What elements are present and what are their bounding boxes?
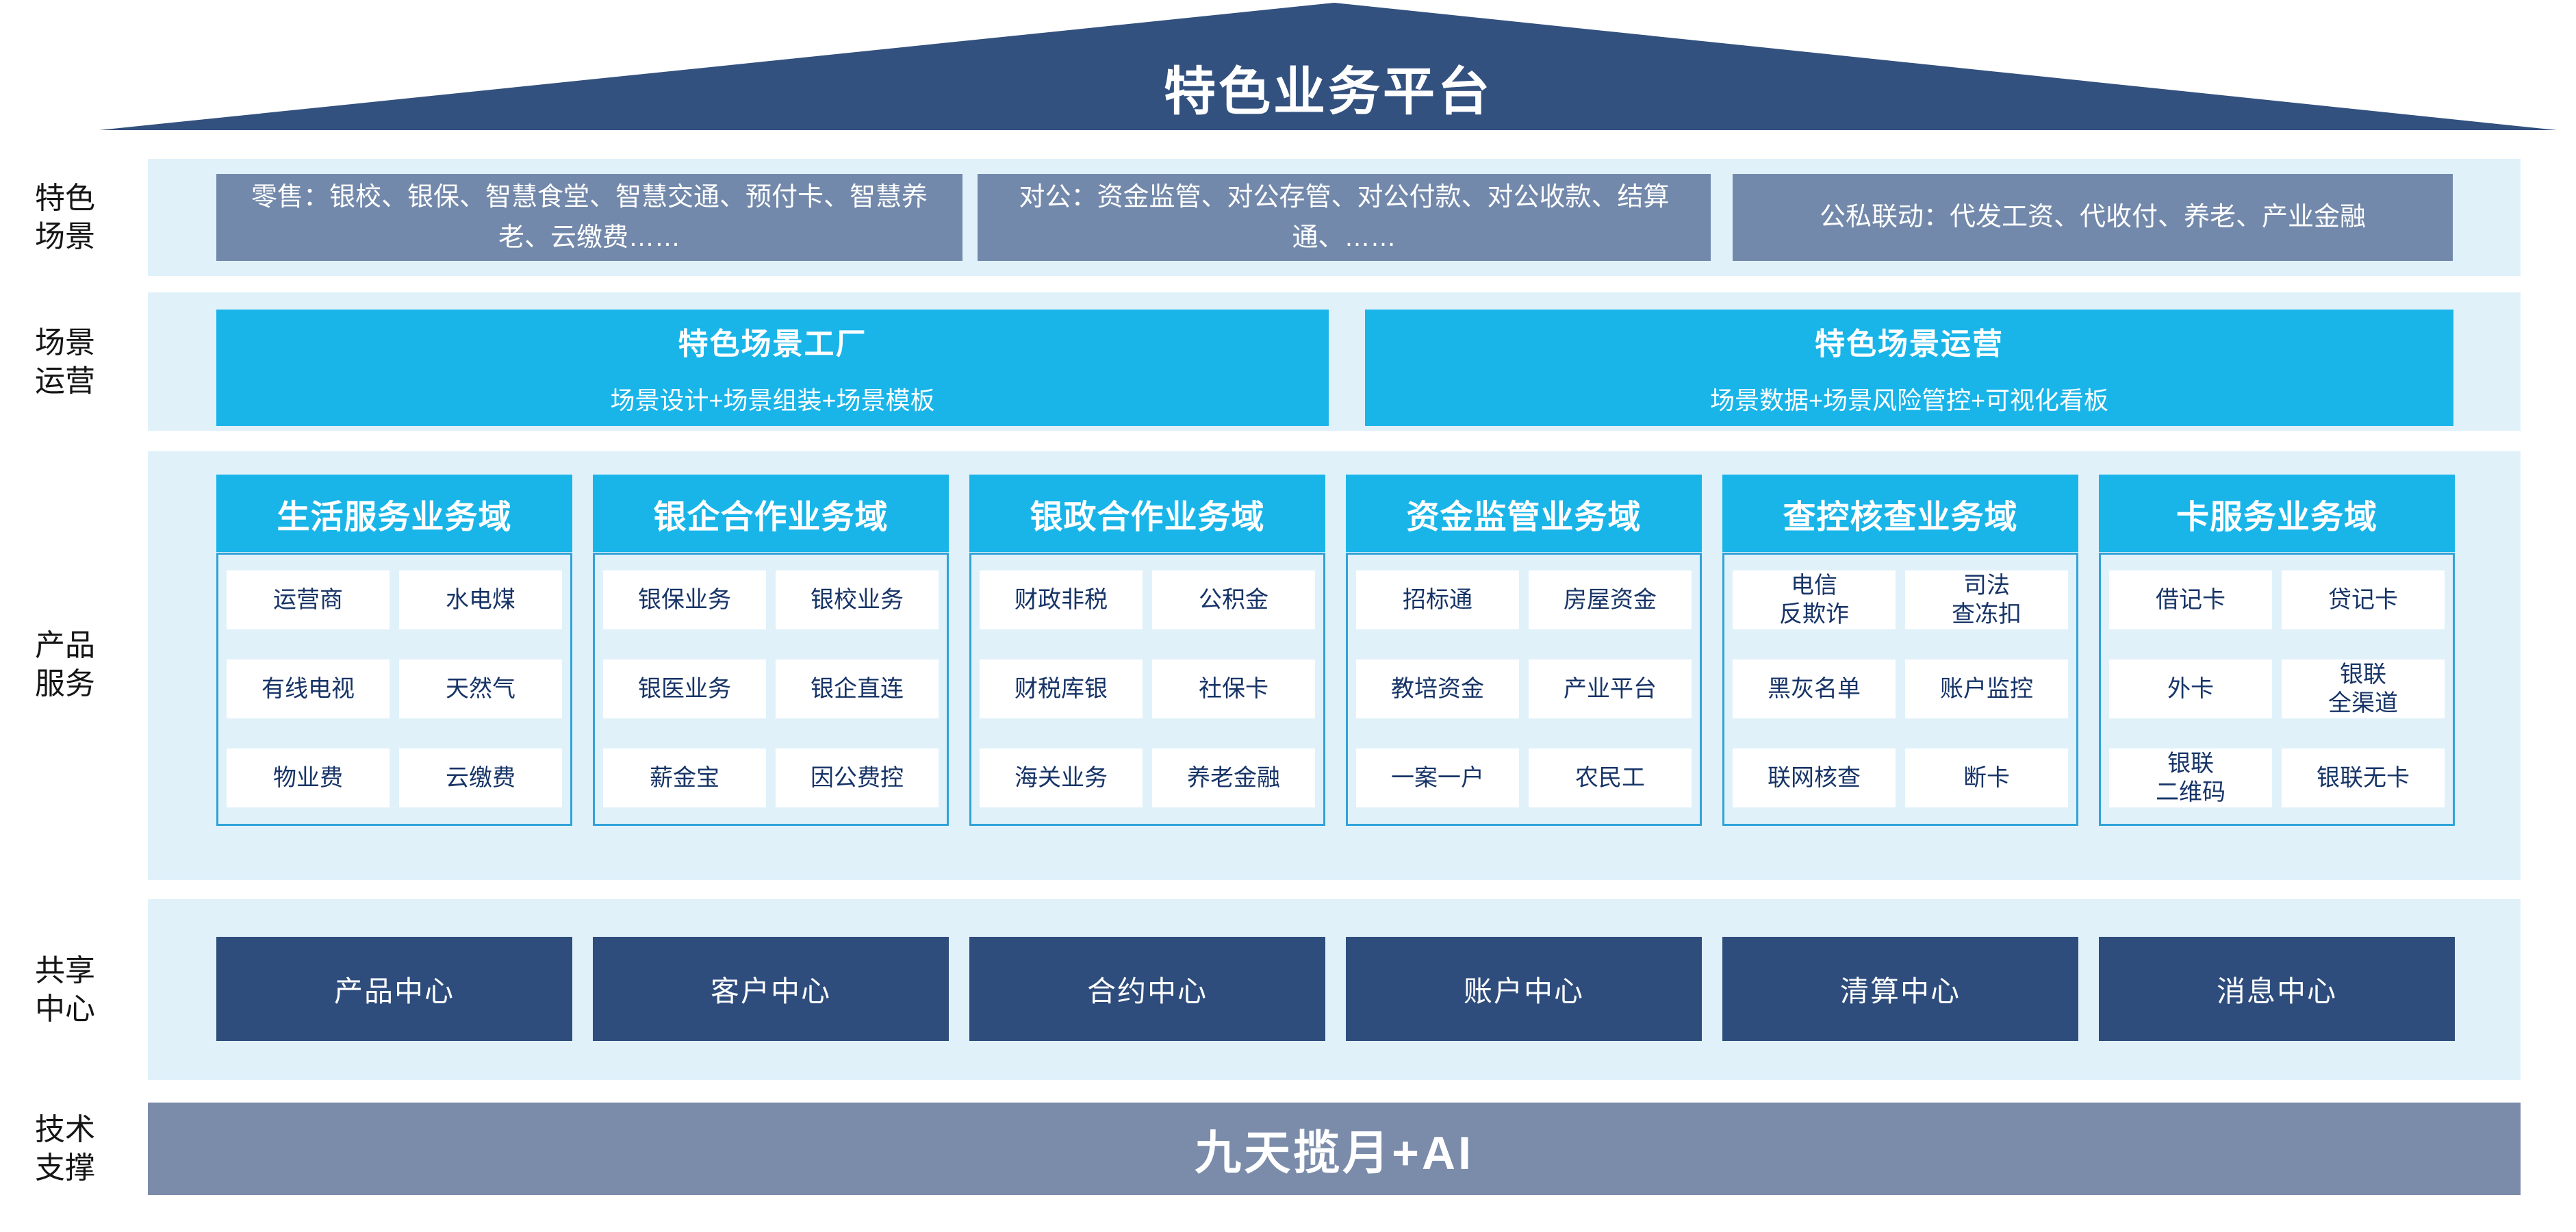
product-cell: 养老金融 — [1152, 749, 1315, 807]
product-cell: 账户监控 — [1905, 659, 2068, 718]
domain-header: 查控核查业务域 — [1722, 475, 2078, 552]
product-cell: 财税库银 — [980, 659, 1143, 718]
featured-scenes-band: 零售：银校、银保、智慧食堂、智慧交通、预付卡、智慧养老、云缴费…… 对公：资金监… — [148, 159, 2521, 276]
product-cell: 运营商 — [227, 570, 390, 629]
domain-body: 运营商 水电煤 有线电视 天然气 物业费 云缴费 — [216, 553, 572, 826]
product-cell: 天然气 — [399, 659, 562, 718]
domain-body: 电信 反欺诈 司法 查冻扣 黑灰名单 账户监控 联网核查 断卡 — [1722, 553, 2078, 826]
product-cell: 社保卡 — [1152, 659, 1315, 718]
side-label-shared-center: 共享 中心 — [35, 954, 95, 1027]
product-cell: 有线电视 — [227, 659, 390, 718]
scene-operation-title: 特色场景运营 — [1815, 327, 2004, 361]
product-cell: 银联 二维码 — [2109, 749, 2272, 807]
product-cell: 一案一户 — [1356, 749, 1519, 807]
domain-header: 银政合作业务域 — [969, 475, 1325, 552]
product-cell: 黑灰名单 — [1733, 659, 1896, 718]
product-cell: 断卡 — [1905, 749, 2068, 807]
center-box-message: 消息中心 — [2099, 937, 2455, 1041]
product-cell: 公积金 — [1152, 570, 1315, 629]
scene-factory-box: 特色场景工厂 场景设计+场景组装+场景模板 — [216, 310, 1329, 426]
product-cell: 银保业务 — [603, 570, 766, 629]
domain-column-fund-supervision: 资金监管业务域 招标通 房屋资金 教培资金 产业平台 一案一户 农民工 — [1346, 475, 1702, 826]
product-cell: 薪金宝 — [603, 749, 766, 807]
scene-box-public-private: 公私联动：代发工资、代收付、养老、产业金融 — [1733, 174, 2453, 261]
page-title: 特色业务平台 — [1164, 63, 1492, 121]
domain-column-bank-enterprise: 银企合作业务域 银保业务 银校业务 银医业务 银企直连 薪金宝 因公费控 — [593, 475, 949, 826]
domain-body: 财政非税 公积金 财税库银 社保卡 海关业务 养老金融 — [969, 553, 1325, 826]
tech-support-bar: 九天揽月+AI — [148, 1103, 2521, 1195]
domain-header: 资金监管业务域 — [1346, 475, 1702, 552]
product-cell: 联网核查 — [1733, 749, 1896, 807]
scene-operation-band: 特色场景工厂 场景设计+场景组装+场景模板 特色场景运营 场景数据+场景风险管控… — [148, 292, 2521, 431]
product-cell: 银医业务 — [603, 659, 766, 718]
product-cell: 银校业务 — [776, 570, 939, 629]
domain-body: 招标通 房屋资金 教培资金 产业平台 一案一户 农民工 — [1346, 553, 1702, 826]
domain-column-inquiry-verification: 查控核查业务域 电信 反欺诈 司法 查冻扣 黑灰名单 账户监控 联网核查 断卡 — [1722, 475, 2078, 826]
product-cell: 外卡 — [2109, 659, 2272, 718]
product-cell: 银企直连 — [776, 659, 939, 718]
scene-operation-box: 特色场景运营 场景数据+场景风险管控+可视化看板 — [1365, 310, 2453, 426]
scene-factory-subtitle: 场景设计+场景组装+场景模板 — [610, 386, 935, 414]
center-box-customer: 客户中心 — [593, 937, 949, 1041]
scene-operation-subtitle: 场景数据+场景风险管控+可视化看板 — [1709, 386, 2109, 414]
domain-body: 借记卡 贷记卡 外卡 银联 全渠道 银联 二维码 银联无卡 — [2099, 553, 2455, 826]
center-box-account: 账户中心 — [1346, 937, 1702, 1041]
product-cell: 水电煤 — [399, 570, 562, 629]
domain-body: 银保业务 银校业务 银医业务 银企直连 薪金宝 因公费控 — [593, 553, 949, 826]
side-label-featured-scenes: 特色 场景 — [35, 181, 95, 254]
domain-column-life-service: 生活服务业务域 运营商 水电煤 有线电视 天然气 物业费 云缴费 — [216, 475, 572, 826]
product-cell: 招标通 — [1356, 570, 1519, 629]
center-box-clearing: 清算中心 — [1722, 937, 2078, 1041]
product-cell: 借记卡 — [2109, 570, 2272, 629]
shared-center-band: 产品中心 客户中心 合约中心 账户中心 清算中心 消息中心 — [148, 899, 2521, 1080]
product-cell: 海关业务 — [980, 749, 1143, 807]
domain-header: 生活服务业务域 — [216, 475, 572, 552]
product-cell: 财政非税 — [980, 570, 1143, 629]
scene-box-corporate: 对公：资金监管、对公存管、对公付款、对公收款、结算通、…… — [978, 174, 1711, 261]
product-cell: 银联 全渠道 — [2282, 659, 2445, 718]
product-cell: 产业平台 — [1529, 659, 1692, 718]
scene-factory-title: 特色场景工厂 — [678, 327, 867, 361]
product-cell: 教培资金 — [1356, 659, 1519, 718]
scene-box-retail: 零售：银校、银保、智慧食堂、智慧交通、预付卡、智慧养老、云缴费…… — [216, 174, 962, 261]
product-cell: 贷记卡 — [2282, 570, 2445, 629]
tech-support-label: 九天揽月+AI — [1195, 1127, 1474, 1179]
center-box-contract: 合约中心 — [969, 937, 1325, 1041]
product-cell: 农民工 — [1529, 749, 1692, 807]
side-label-scene-operation: 场景 运营 — [35, 326, 95, 399]
product-cell: 物业费 — [227, 749, 390, 807]
side-label-product-service: 产品 服务 — [35, 629, 95, 701]
product-cell: 房屋资金 — [1529, 570, 1692, 629]
product-cell: 云缴费 — [399, 749, 562, 807]
center-box-product: 产品中心 — [216, 937, 572, 1041]
domain-column-card-service: 卡服务业务域 借记卡 贷记卡 外卡 银联 全渠道 银联 二维码 银联无卡 — [2099, 475, 2455, 826]
domain-header: 卡服务业务域 — [2099, 475, 2455, 552]
product-cell: 电信 反欺诈 — [1733, 570, 1896, 629]
side-label-tech-support: 技术 支撑 — [35, 1113, 95, 1185]
domain-column-bank-government: 银政合作业务域 财政非税 公积金 财税库银 社保卡 海关业务 养老金融 — [969, 475, 1325, 826]
product-cell: 司法 查冻扣 — [1905, 570, 2068, 629]
domain-header: 银企合作业务域 — [593, 475, 949, 552]
product-service-band: 生活服务业务域 运营商 水电煤 有线电视 天然气 物业费 云缴费 银企合作业务域… — [148, 451, 2521, 880]
product-cell: 因公费控 — [776, 749, 939, 807]
product-cell: 银联无卡 — [2282, 749, 2445, 807]
